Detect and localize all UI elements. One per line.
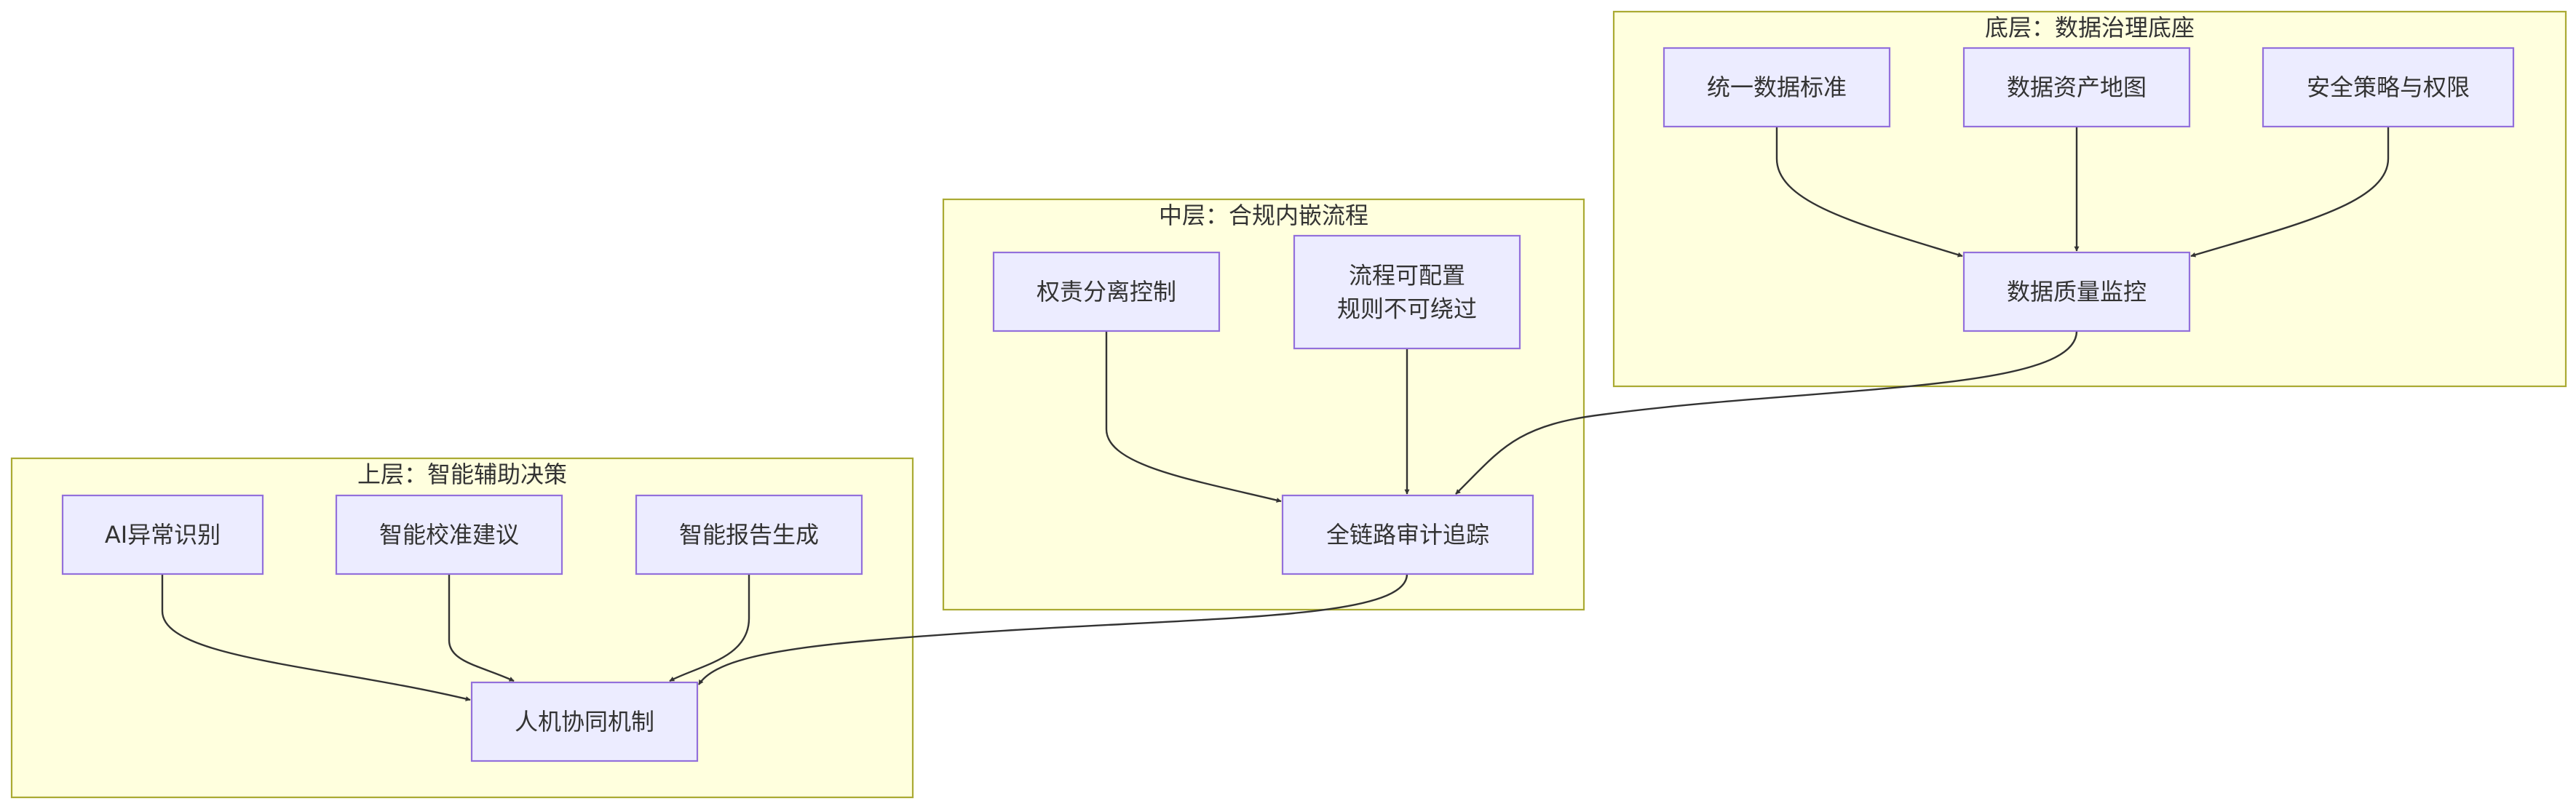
edge-quality-to-audit [1455, 330, 2078, 495]
node-label: 安全策略与权限 [2307, 73, 2470, 101]
node-label: 智能报告生成 [679, 521, 819, 549]
node-label: 统一数据标准 [1707, 73, 1847, 101]
node-sec[interactable]: 安全策略与权限 [2262, 47, 2515, 128]
edge-sec-to-quality [2190, 127, 2390, 258]
edge-sod-to-audit [1105, 331, 1282, 503]
node-box[interactable] [2262, 47, 2515, 128]
node-audit[interactable]: 全链路审计追踪 [1281, 494, 1534, 575]
node-box[interactable] [1662, 47, 1891, 128]
node-box[interactable] [470, 681, 699, 762]
node-label: 智能校准建议 [379, 521, 519, 549]
node-std[interactable]: 统一数据标准 [1662, 47, 1891, 128]
node-label: 权责分离控制 [1037, 278, 1176, 306]
node-box[interactable] [335, 494, 563, 575]
node-human[interactable]: 人机协同机制 [470, 681, 699, 762]
edge-std-to-quality [1775, 127, 1963, 258]
node-label: 全链路审计追踪 [1326, 521, 1489, 549]
node-label: 数据资产地图 [2007, 73, 2147, 101]
node-label: AI异常识别 [105, 521, 221, 549]
edge-ai-to-human [161, 574, 471, 701]
node-box[interactable] [1293, 234, 1521, 350]
node-sod[interactable]: 权责分离控制 [992, 251, 1221, 332]
node-label: 流程可配置 [1349, 262, 1465, 290]
edge-audit-to-human [697, 573, 1408, 685]
cluster-title: 上层：智能辅助决策 [357, 461, 567, 488]
node-label: 人机协同机制 [515, 708, 654, 736]
node-box[interactable] [1962, 47, 2191, 128]
node-box[interactable] [1281, 494, 1534, 575]
node-box[interactable] [992, 251, 1221, 332]
cluster-title: 中层：合规内嵌流程 [1159, 202, 1368, 229]
node-box[interactable] [61, 494, 264, 575]
node-box[interactable] [635, 494, 863, 575]
edge-layer [161, 127, 2390, 701]
node-asset[interactable]: 数据资产地图 [1962, 47, 2191, 128]
node-box[interactable] [1962, 251, 2191, 332]
node-calib[interactable]: 智能校准建议 [335, 494, 563, 575]
node-quality[interactable]: 数据质量监控 [1962, 251, 2191, 332]
node-report[interactable]: 智能报告生成 [635, 494, 863, 575]
edge-report-to-human [669, 574, 750, 682]
node-ai[interactable]: AI异常识别 [61, 494, 264, 575]
cluster-title: 底层：数据治理底座 [1985, 14, 2195, 41]
node-label: 数据质量监控 [2007, 278, 2147, 306]
node-label: 规则不可绕过 [1337, 295, 1477, 323]
edge-calib-to-human [448, 574, 515, 682]
